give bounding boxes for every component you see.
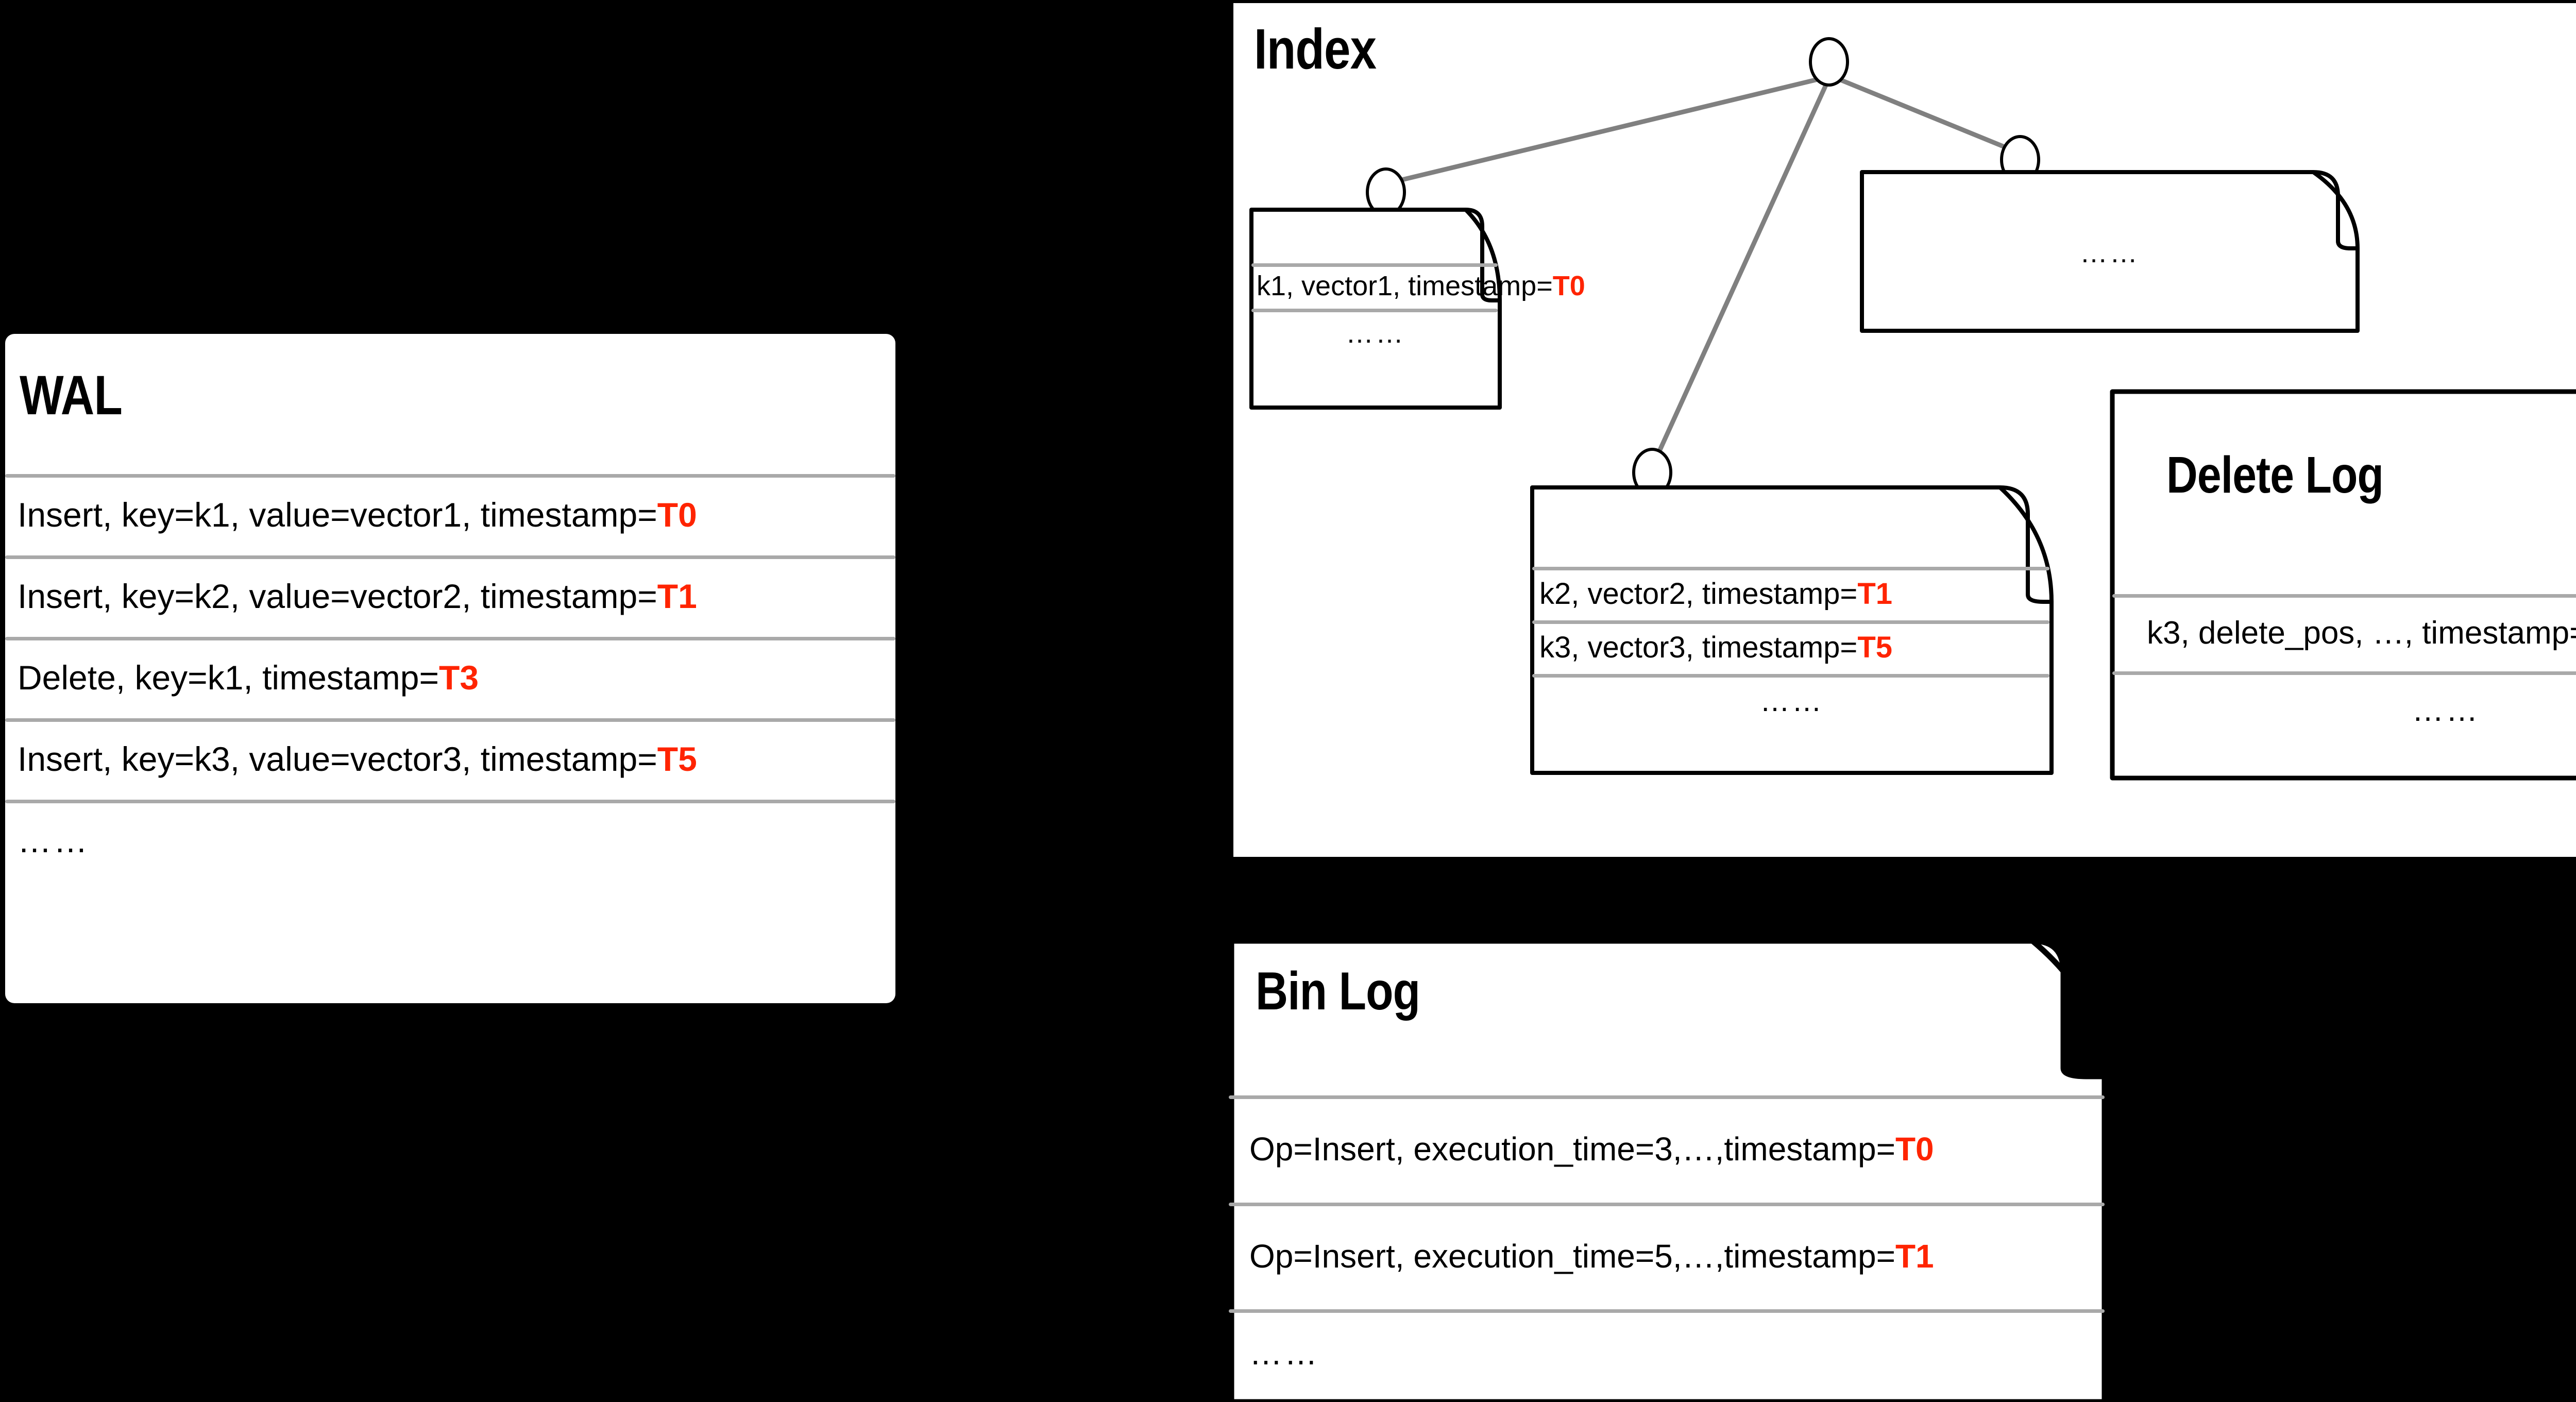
wal-title: WAL — [20, 364, 123, 426]
bin-log-timestamp: T0 — [1895, 1130, 1934, 1168]
bin-log-text: …… — [1249, 1335, 1319, 1372]
card-rule — [1251, 309, 1498, 312]
index-card-row: …… — [1860, 230, 2360, 276]
bin-log-row: Op=Insert, execution_time=3,…,timestamp=… — [1229, 1095, 2221, 1203]
card-frame — [1228, 938, 2108, 1402]
card-rule — [1532, 674, 2049, 678]
card-rule — [1229, 1203, 2105, 1206]
wal-entry-row: …… — [5, 800, 895, 881]
wal-entry-row: Insert, key=k3, value=vector3, timestamp… — [5, 718, 895, 800]
index-card-timestamp: T5 — [1857, 630, 1892, 664]
index-card-text: …… — [1346, 318, 1405, 349]
wal-rule — [5, 555, 895, 559]
bin-log-row: …… — [1229, 1309, 2221, 1397]
card-frame — [2110, 389, 2576, 781]
wal-rule — [5, 718, 895, 722]
bin-log-text: Op=Insert, execution_time=3,…,timestamp= — [1249, 1130, 1895, 1168]
index-card-row: k1, vector1, timestamp=T0 — [1249, 263, 1585, 309]
card-rule — [1251, 263, 1498, 267]
wal-entry-timestamp: T1 — [657, 577, 697, 615]
wal-entry-text: Insert, key=k2, value=vector2, timestamp… — [18, 577, 657, 615]
bin-log-timestamp: T1 — [1895, 1237, 1934, 1275]
wal-entry-row: Insert, key=k2, value=vector2, timestamp… — [5, 555, 895, 637]
bin-log-card: Bin Log Op=Insert, execution_time=3,…,ti… — [1228, 938, 2221, 1402]
wal-entry-timestamp: T3 — [439, 658, 479, 697]
index-card-text: …… — [2080, 238, 2140, 268]
index-card-text: k2, vector2, timestamp= — [1539, 577, 1858, 611]
index-card-text: …… — [1760, 684, 1824, 718]
wal-entry-timestamp: T5 — [657, 740, 697, 778]
bin-log-title: Bin Log — [1256, 961, 1420, 1021]
index-leaf-card-2: …… — [1860, 170, 2360, 333]
index-leaf-card-3: k2, vector2, timestamp=T1 k3, vector3, t… — [1530, 485, 2054, 775]
card-rule — [1229, 1309, 2105, 1313]
index-card-row: …… — [1530, 674, 2054, 728]
index-card-text: k3, vector3, timestamp= — [1539, 630, 1858, 664]
wal-entry-text: Delete, key=k1, timestamp= — [18, 658, 439, 697]
delete-log-title: Delete Log — [2166, 446, 2384, 504]
index-card-row: k2, vector2, timestamp=T1 — [1530, 567, 2054, 620]
wal-rule — [5, 474, 895, 478]
card-frame — [1530, 485, 2054, 775]
bin-log-row: Op=Insert, execution_time=5,…,timestamp=… — [1229, 1203, 2221, 1309]
bin-log-text: Op=Insert, execution_time=5,…,timestamp= — [1249, 1237, 1895, 1275]
card-rule — [2112, 671, 2576, 675]
delete-log-card: Delete Log k3, delete_pos, …, timestamp=… — [2110, 389, 2576, 781]
delete-log-row: …… — [2110, 671, 2576, 749]
wal-entry-text: Insert, key=k1, value=vector1, timestamp… — [18, 496, 657, 534]
index-card-row: k3, vector3, timestamp=T5 — [1530, 620, 2054, 674]
wal-rule — [5, 800, 895, 803]
wal-rule — [5, 637, 895, 640]
wal-entry-text: Insert, key=k3, value=vector3, timestamp… — [18, 740, 657, 778]
delete-log-row: k3, delete_pos, …, timestamp=T3 — [2110, 594, 2576, 671]
index-card-text: k1, vector1, timestamp= — [1257, 271, 1553, 301]
wal-entry-row: Delete, key=k1, timestamp=T3 — [5, 637, 895, 718]
card-rule — [2112, 594, 2576, 598]
card-rule — [1229, 1095, 2105, 1099]
delete-log-text: …… — [2412, 692, 2480, 728]
delete-log-text: k3, delete_pos, …, timestamp= — [2147, 615, 2576, 651]
card-rule — [1532, 567, 2049, 570]
index-card-timestamp: T0 — [1552, 271, 1585, 301]
card-rule — [1532, 620, 2049, 624]
wal-entry-row: Insert, key=k1, value=vector1, timestamp… — [5, 474, 895, 555]
index-card-timestamp: T1 — [1857, 577, 1892, 611]
index-card-row: …… — [1249, 309, 1502, 358]
index-leaf-card-1: k1, vector1, timestamp=T0 …… — [1249, 208, 1585, 410]
wal-panel: WAL Insert, key=k1, value=vector1, times… — [5, 334, 895, 1003]
wal-entry-timestamp: T0 — [657, 496, 697, 534]
card-frame — [1860, 170, 2360, 333]
index-title: Index — [1254, 18, 1377, 81]
wal-entry-text: …… — [18, 821, 90, 859]
